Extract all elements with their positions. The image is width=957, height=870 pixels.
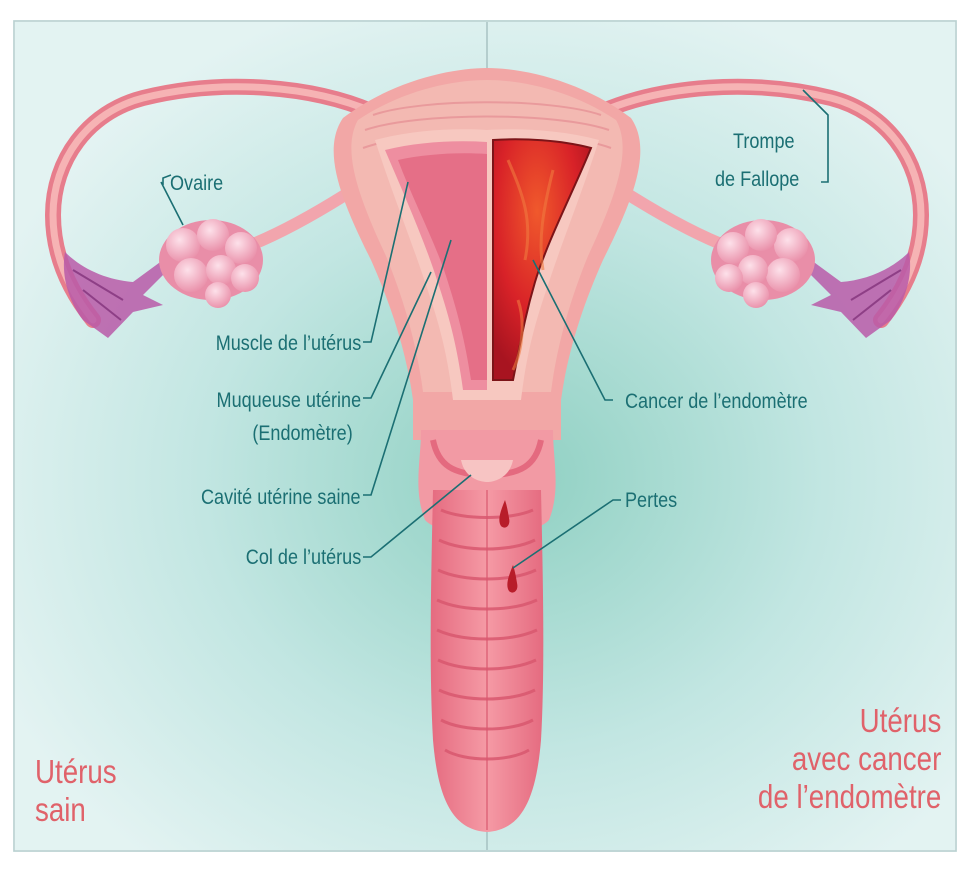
label-col-uterus: Col de l’utérus: [246, 545, 361, 570]
label-cavite-uterine: Cavité utérine saine: [201, 485, 361, 510]
label-muqueuse-line1: Muqueuse utérine: [216, 388, 361, 413]
label-ovaire: Ovaire: [170, 171, 223, 196]
label-cancer-endometre: Cancer de l’endomètre: [625, 389, 808, 414]
title-uterus-cancer-line1: Utérus: [758, 702, 941, 740]
label-pertes: Pertes: [625, 488, 677, 513]
title-uterus-sain-line2: sain: [35, 791, 117, 829]
title-uterus-cancer: Utérus avec cancer de l’endomètre: [758, 702, 941, 816]
title-uterus-cancer-line2: avec cancer: [758, 740, 941, 778]
label-muscle-uterus: Muscle de l’utérus: [215, 331, 361, 356]
label-muqueuse-line2: (Endomètre): [253, 421, 353, 446]
title-uterus-sain-line1: Utérus: [35, 753, 117, 791]
title-uterus-sain: Utérus sain: [35, 753, 117, 829]
title-uterus-cancer-line3: de l’endomètre: [758, 778, 941, 816]
label-trompe-line2: de Fallope: [715, 167, 799, 192]
label-trompe-line1: Trompe: [733, 129, 795, 154]
illustration-frame: Ovaire Muscle de l’utérus Muqueuse utéri…: [13, 20, 957, 852]
